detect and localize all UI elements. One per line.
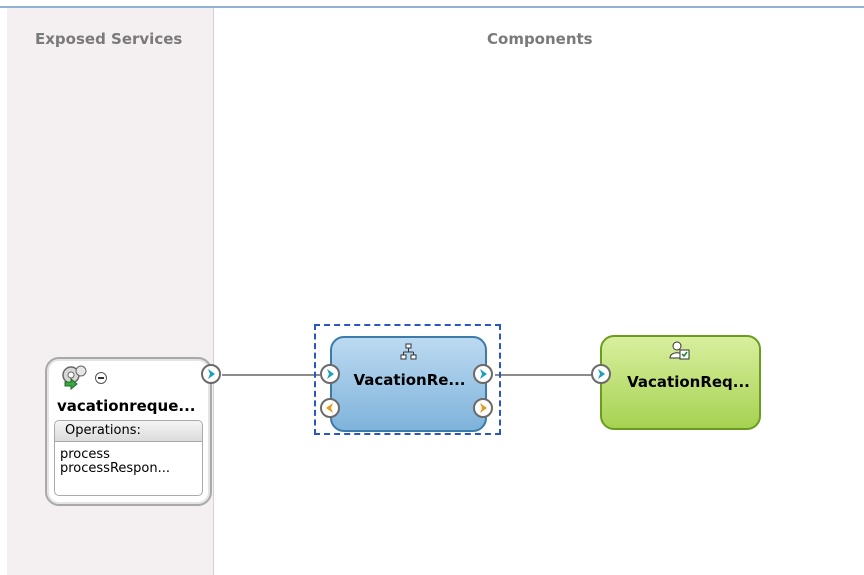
collapse-icon[interactable] — [95, 372, 107, 384]
process-tree-icon — [399, 343, 419, 365]
component-vacationrequest-humantask[interactable]: VacationReq... — [600, 335, 761, 430]
process-reference-port[interactable] — [473, 364, 493, 384]
gear-service-icon — [59, 364, 89, 396]
components-area — [214, 8, 864, 575]
wire-process-to-humantask[interactable] — [495, 374, 593, 376]
service-name: vacationreque... — [57, 397, 196, 415]
component-name: VacationRe... — [353, 371, 466, 389]
wire-service-to-process[interactable] — [222, 374, 320, 376]
selection-outline — [314, 324, 501, 435]
process-callback-in-port[interactable] — [320, 398, 340, 418]
process-callback-out-port[interactable] — [473, 398, 493, 418]
exposed-services-header: Exposed Services — [35, 30, 183, 48]
operation-item[interactable]: process — [60, 447, 110, 462]
operation-item[interactable]: processRespon... — [60, 461, 171, 476]
operations-header: Operations: — [55, 421, 202, 442]
components-header: Components — [487, 30, 593, 48]
operations-box: Operations: process processRespon... — [54, 420, 203, 496]
component-name: VacationReq... — [627, 373, 750, 391]
process-service-port[interactable] — [320, 364, 340, 384]
humantask-service-port[interactable] — [591, 364, 611, 384]
human-task-icon — [669, 341, 691, 365]
service-reference-port[interactable] — [201, 364, 221, 384]
component-vacationrequest-process[interactable]: VacationRe... — [330, 336, 487, 432]
service-vacationrequest[interactable]: vacationreque... Operations: process pro… — [45, 357, 212, 506]
top-border — [0, 6, 864, 8]
